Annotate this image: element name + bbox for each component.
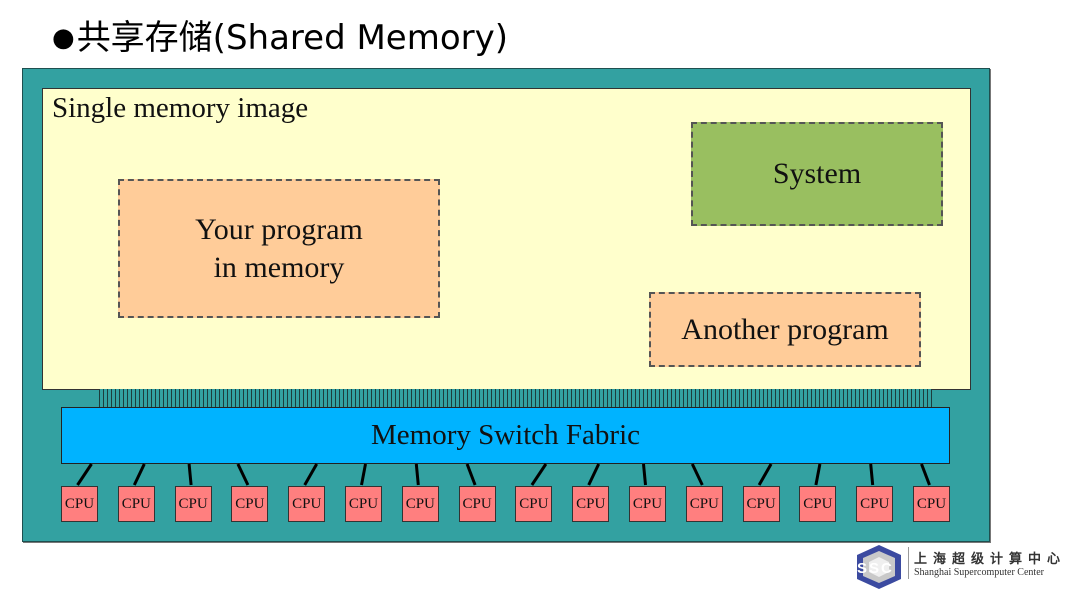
cpu-label: CPU xyxy=(689,495,719,512)
cpu-label: CPU xyxy=(632,495,663,512)
cpu-box: CPU xyxy=(572,486,610,522)
logo-name-cn: 上海超级计算中心 xyxy=(914,552,1065,567)
cpu-box: CPU xyxy=(629,486,666,522)
cpu-label: CPU xyxy=(121,495,151,512)
svg-text:SSC: SSC xyxy=(857,560,894,577)
cpu-label: CPU xyxy=(860,495,890,512)
cpu-label: CPU xyxy=(576,495,606,512)
cpu-box: CPU xyxy=(288,486,326,522)
cpu-label: CPU xyxy=(348,495,379,512)
slide-title-text: 共享存储(Shared Memory) xyxy=(76,18,508,58)
logo-name-en: Shanghai Supercomputer Center xyxy=(914,567,1044,578)
memory-switch-fabric: Memory Switch Fabric xyxy=(61,407,950,464)
cpu-box: CPU xyxy=(345,486,382,522)
cpu-label: CPU xyxy=(916,495,947,512)
memory-switch-fabric-label: Memory Switch Fabric xyxy=(370,419,640,451)
cpu-box: CPU xyxy=(799,486,837,522)
cpu-box: CPU xyxy=(174,486,212,522)
cpu-label: CPU xyxy=(803,495,833,512)
memory-bus-connectors xyxy=(99,389,932,408)
cpu-box: CPU xyxy=(401,486,439,522)
another-program-region: Another program xyxy=(649,292,921,367)
system-label: System xyxy=(772,157,862,190)
slide-title: ●共享存储(Shared Memory) xyxy=(52,10,508,59)
cpu-box: CPU xyxy=(117,486,155,522)
cpu-box: CPU xyxy=(458,486,496,522)
cpu-box: CPU xyxy=(231,486,269,522)
your-program-line-1: Your program xyxy=(195,212,363,246)
cpu-label: CPU xyxy=(235,495,265,512)
cpu-label: CPU xyxy=(178,495,208,512)
cpu-label: CPU xyxy=(64,495,95,512)
ssc-logo-icon: SSC xyxy=(857,545,901,589)
system-region: System xyxy=(691,122,943,226)
cpu-label: CPU xyxy=(462,495,492,512)
cpu-label: CPU xyxy=(405,495,435,512)
cpu-label: CPU xyxy=(519,495,549,512)
cpu-label: CPU xyxy=(292,495,322,512)
logo-separator xyxy=(908,547,909,579)
cpu-box: CPU xyxy=(742,486,780,522)
cpu-box: CPU xyxy=(685,486,723,522)
single-memory-image-label: Single memory image xyxy=(52,92,309,124)
another-program-label: Another program xyxy=(681,312,889,346)
cpu-label: CPU xyxy=(746,495,776,512)
cpu-box: CPU xyxy=(913,486,950,522)
cpu-box: CPU xyxy=(515,486,553,522)
your-program-line-2: in memory xyxy=(213,250,345,284)
cpu-box: CPU xyxy=(856,486,894,522)
bullet-icon: ● xyxy=(52,23,75,53)
cpu-box: CPU xyxy=(61,486,98,522)
your-program-region: Your program in memory xyxy=(118,179,440,318)
